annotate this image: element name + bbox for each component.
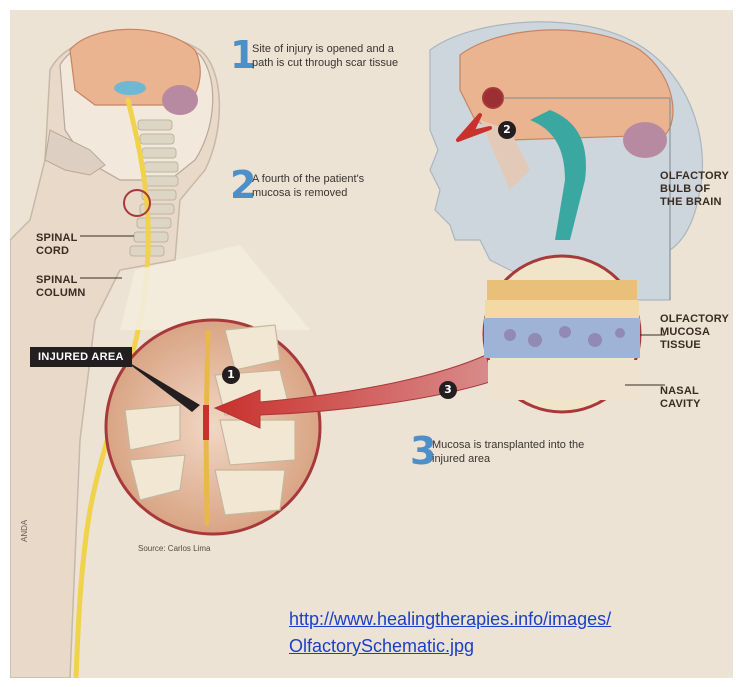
olfactory-mucosa-label: OLFACTORY MUCOSA TISSUE — [660, 313, 736, 352]
source-link-line1[interactable]: http://www.healingtherapies.info/images/ — [289, 606, 734, 633]
spinal-column-label: SPINAL COLUMN — [36, 274, 96, 300]
nasal-cavity-area — [488, 360, 638, 400]
mucosa-layer-top — [487, 280, 637, 300]
left-brainstem — [114, 81, 146, 95]
badge-3: 3 — [439, 381, 457, 399]
side-credit: ANDA — [20, 520, 29, 542]
spinal-cord-label: SPINAL CORD — [36, 232, 96, 258]
nasal-cavity-label: NASAL CAVITY — [660, 385, 730, 411]
badge-2: 2 — [498, 121, 516, 139]
olfactory-bulb-label: OLFACTORY BULB OF THE BRAIN — [660, 170, 736, 209]
source-credit: Source: Carlos Lima — [138, 544, 210, 553]
step-1-text: Site of injury is opened and a path is c… — [252, 42, 402, 70]
injured-area-label: INJURED AREA — [30, 347, 132, 367]
source-link-line2[interactable]: OlfactorySchematic.jpg — [289, 633, 734, 660]
illustration-panel — [10, 10, 733, 678]
source-link[interactable]: http://www.healingtherapies.info/images/… — [289, 606, 734, 660]
mucosa-layer-mid — [485, 300, 639, 318]
step-2-text: A fourth of the patient's mucosa is remo… — [252, 172, 402, 200]
badge-1: 1 — [222, 366, 240, 384]
olfactory-bulb-marker — [483, 88, 503, 108]
right-cerebellum — [623, 122, 667, 158]
left-cerebellum — [162, 85, 198, 115]
step-3-text: Mucosa is transplanted into the injured … — [432, 438, 592, 466]
